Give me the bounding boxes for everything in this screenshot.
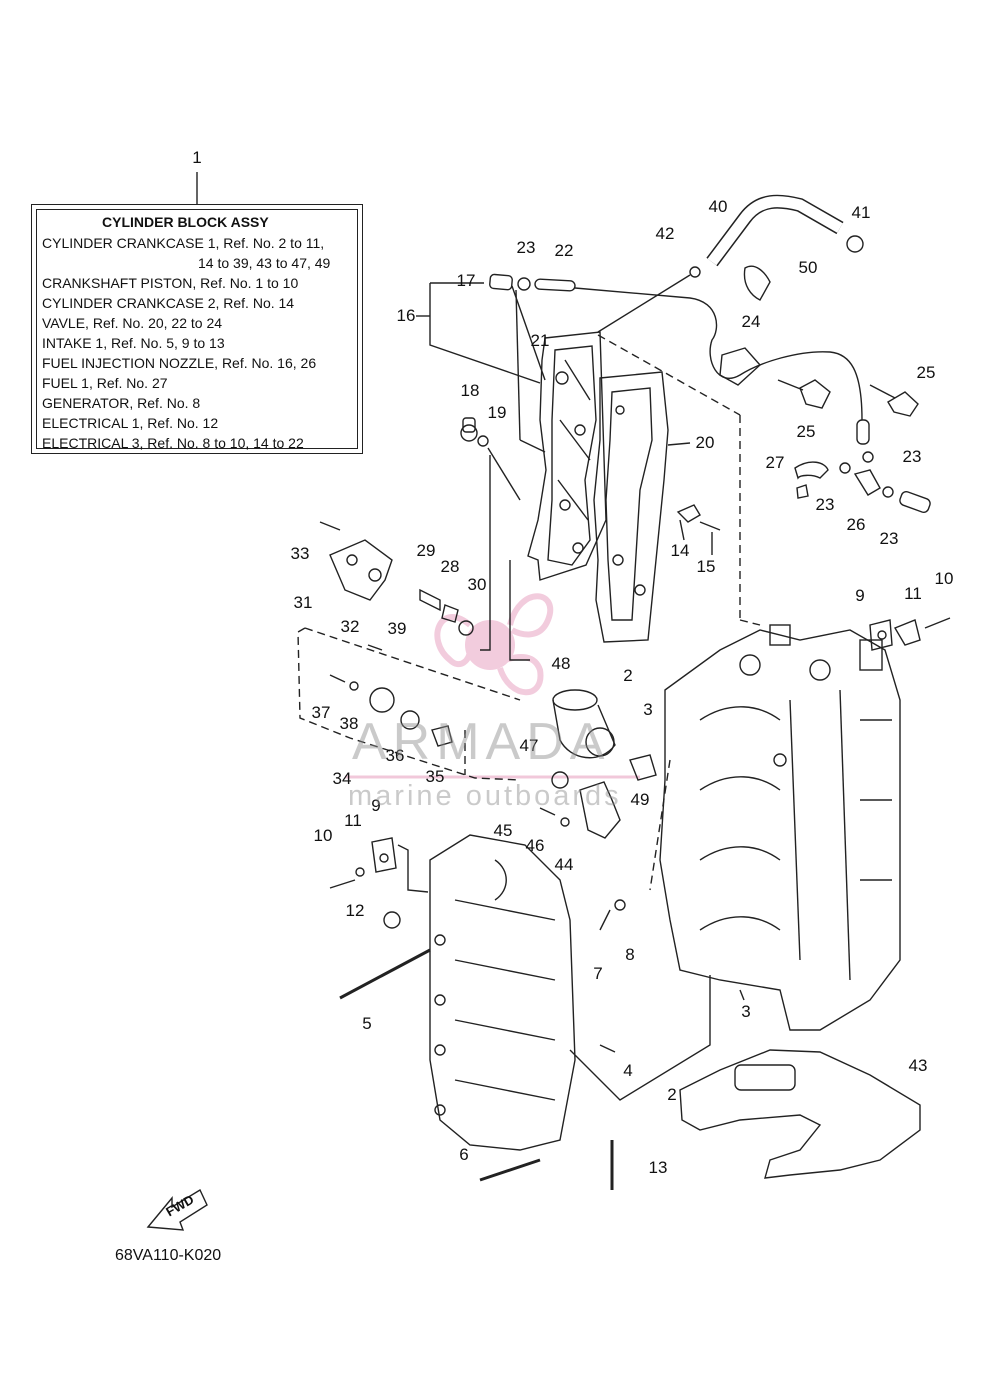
gasket-43 <box>679 1049 921 1179</box>
callout-6: 6 <box>459 1145 469 1164</box>
callout-8: 8 <box>625 945 635 964</box>
callout-4: 4 <box>623 1061 633 1080</box>
callout-20: 20 <box>695 433 715 452</box>
legend-line: CRANKSHAFT PISTON, Ref. No. 1 to 10 <box>42 275 299 291</box>
callout-30: 30 <box>467 575 487 594</box>
legend-line: GENERATOR, Ref. No. 8 <box>42 395 201 411</box>
callout-34: 34 <box>332 769 352 788</box>
callout-29: 29 <box>416 541 436 560</box>
callout-22: 22 <box>554 241 574 260</box>
callout-35: 35 <box>425 767 445 786</box>
callout-9: 9 <box>855 586 865 605</box>
callout-25: 25 <box>916 363 936 382</box>
callout-31: 31 <box>293 593 313 612</box>
legend-line: ELECTRICAL 3, Ref. No. 8 to 10, 14 to 22 <box>42 435 304 451</box>
callout-23: 23 <box>902 447 922 466</box>
crankcase-block-right <box>659 624 901 1031</box>
watermark-title: ARMADA <box>352 713 611 771</box>
callout-24: 24 <box>741 312 761 331</box>
callout-15: 15 <box>696 557 716 576</box>
crankcase-cover-left <box>429 834 576 1151</box>
legend-line: FUEL 1, Ref. No. 27 <box>42 375 168 391</box>
callout-50: 50 <box>798 258 818 277</box>
legend-line: CYLINDER CRANKCASE 1, Ref. No. 2 to 11, <box>42 235 325 251</box>
oil-filter <box>552 689 616 759</box>
callout-2: 2 <box>623 666 633 685</box>
legend-line: INTAKE 1, Ref. No. 5, 9 to 13 <box>42 335 225 351</box>
callout-25: 25 <box>796 422 816 441</box>
callout-7: 7 <box>593 964 603 983</box>
callout-44: 44 <box>554 855 574 874</box>
callout-40: 40 <box>708 197 728 216</box>
callout-11: 11 <box>344 811 362 830</box>
fwd-arrow-icon <box>146 1188 208 1231</box>
callout-9: 9 <box>371 796 381 815</box>
callout-5: 5 <box>362 1014 372 1033</box>
callout-13: 13 <box>648 1158 668 1177</box>
gasket-20 <box>593 371 669 643</box>
callout-19: 19 <box>487 403 507 422</box>
callout-10: 10 <box>934 569 954 588</box>
callout-45: 45 <box>493 821 513 840</box>
callout-49: 49 <box>630 790 650 809</box>
callout-36: 36 <box>385 746 405 765</box>
callout-12: 12 <box>345 901 365 920</box>
callout-26: 26 <box>846 515 866 534</box>
callout-46: 46 <box>525 836 545 855</box>
callout-14: 14 <box>670 541 690 560</box>
callout-23: 23 <box>516 238 536 257</box>
legend-line: 14 to 39, 43 to 47, 49 <box>198 255 331 271</box>
watermark-subtitle: marine outboards <box>348 780 622 812</box>
callout-1: 1 <box>192 148 202 167</box>
legend-line: CYLINDER CRANKCASE 2, Ref. No. 14 <box>42 295 295 311</box>
diagram-code: 68VA110-K020 <box>115 1247 222 1264</box>
callout-37: 37 <box>311 703 331 722</box>
callout-33: 33 <box>290 544 310 563</box>
hose-22 <box>534 278 576 292</box>
callout-23: 23 <box>879 529 899 548</box>
callout-21: 21 <box>530 331 550 350</box>
callout-38: 38 <box>339 714 359 733</box>
callout-41: 41 <box>851 203 871 222</box>
parts-legend: CYLINDER BLOCK ASSY CYLINDER CRANKCASE 1… <box>31 204 363 454</box>
callout-23: 23 <box>815 495 835 514</box>
callout-47: 47 <box>519 736 539 755</box>
callout-39: 39 <box>387 619 407 638</box>
callout-11: 11 <box>904 584 922 603</box>
callout-3: 3 <box>741 1002 751 1021</box>
legend-line: ELECTRICAL 1, Ref. No. 12 <box>42 415 219 431</box>
callout-3: 3 <box>643 700 653 719</box>
callout-28: 28 <box>440 557 460 576</box>
legend-line: VAVLE, Ref. No. 20, 22 to 24 <box>42 315 223 331</box>
hose-40 <box>689 194 864 278</box>
legend-title: CYLINDER BLOCK ASSY <box>102 214 269 230</box>
callout-18: 18 <box>460 381 480 400</box>
callout-17: 17 <box>456 271 476 290</box>
callout-43: 43 <box>908 1056 928 1075</box>
callout-42: 42 <box>655 224 675 243</box>
callout-10: 10 <box>313 826 333 845</box>
cylinder-head-cover <box>527 331 607 581</box>
callout-32: 32 <box>340 617 360 636</box>
legend-line: FUEL INJECTION NOZZLE, Ref. No. 16, 26 <box>42 355 317 371</box>
callout-2: 2 <box>667 1085 677 1104</box>
callout-16: 16 <box>396 306 416 325</box>
callout-27: 27 <box>765 453 785 472</box>
callout-48: 48 <box>551 654 571 673</box>
